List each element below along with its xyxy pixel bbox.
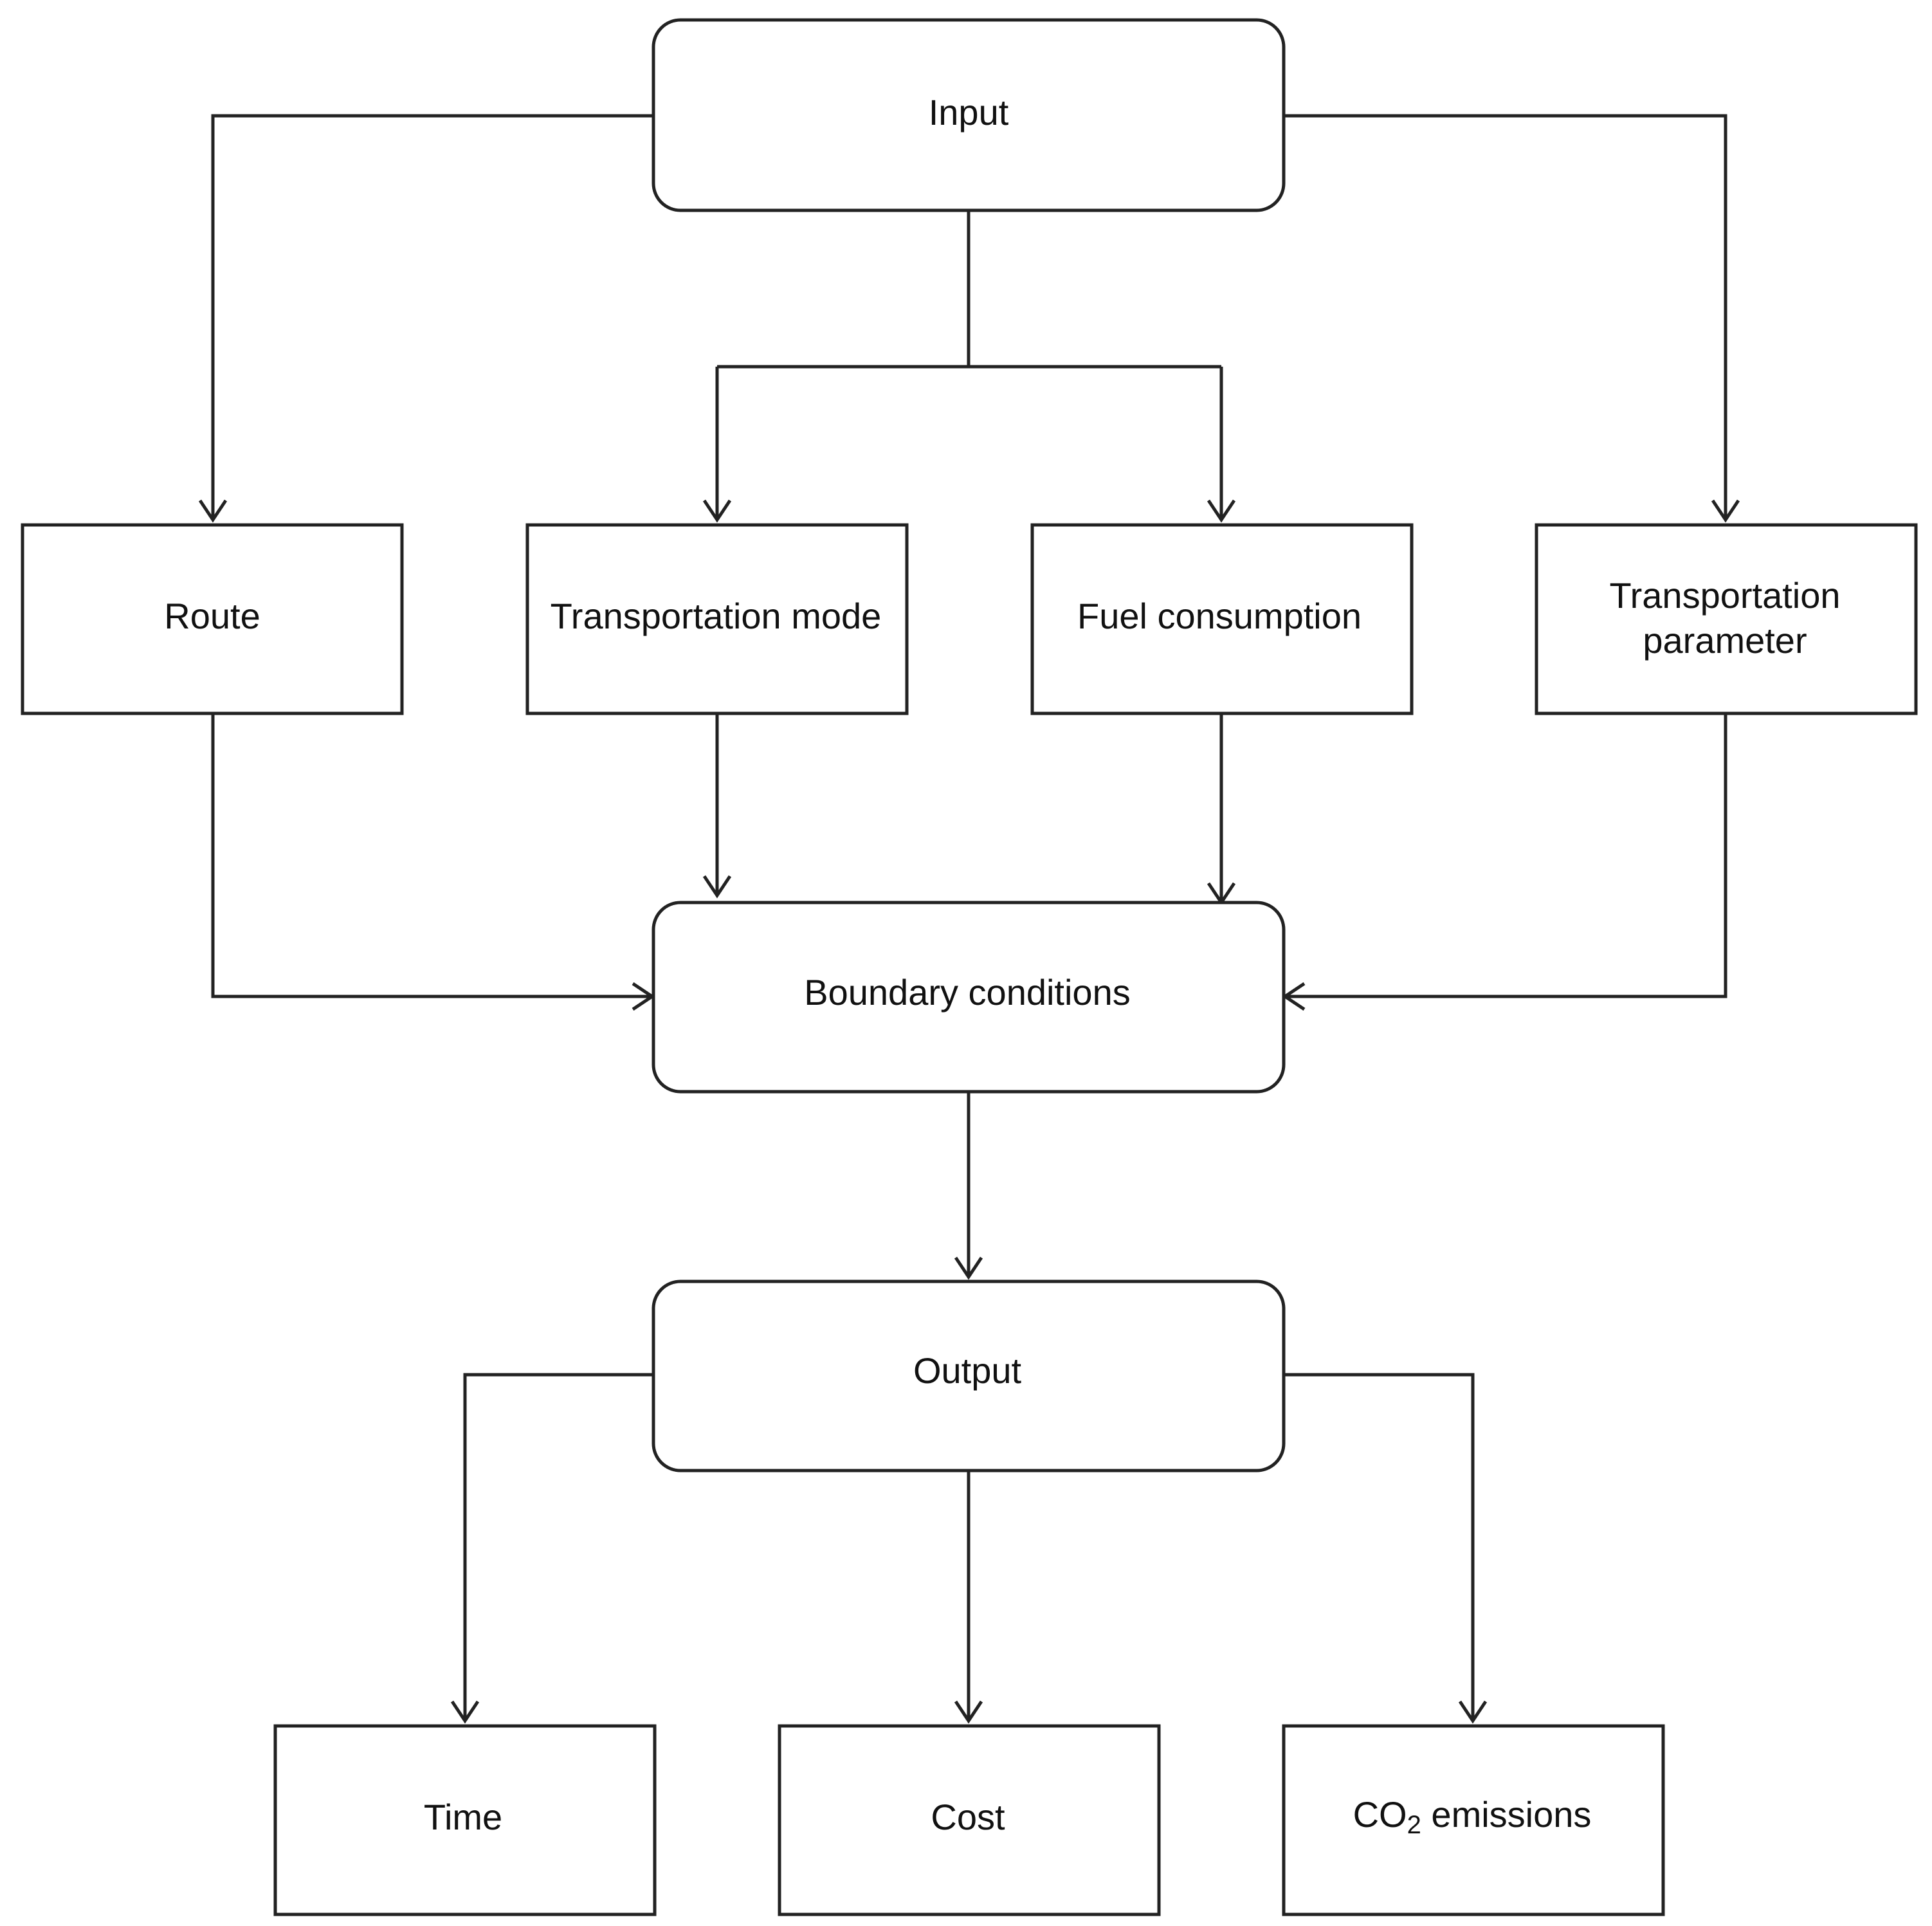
co2-suffix: emissions	[1421, 1794, 1592, 1835]
arrowhead-time	[450, 1700, 480, 1724]
node-output: Output	[652, 1279, 1286, 1472]
node-input: Input	[652, 18, 1286, 212]
node-co2-emissions-label: CO2 emissions	[1353, 1794, 1592, 1839]
node-transportation-mode-label: Transportation mode	[551, 596, 882, 636]
node-route: Route	[21, 523, 404, 715]
node-boundary-conditions-label: Boundary conditions	[804, 972, 1130, 1013]
node-time-label: Time	[424, 1797, 502, 1837]
node-transportation-parameter-label-line1: Transportation	[1610, 575, 1841, 616]
edge-input-to-transportation-parameter	[1284, 114, 1727, 520]
node-fuel-consumption-label: Fuel consumption	[1077, 596, 1362, 636]
arrowhead-co2	[1458, 1700, 1488, 1724]
edge-output-to-co2	[1284, 1373, 1475, 1721]
node-transportation-parameter-label-line2: parameter	[1643, 620, 1807, 661]
node-co2-emissions: CO2 emissions	[1282, 1724, 1665, 1916]
node-time: Time	[273, 1724, 657, 1916]
arrowhead-fuel-consumption	[1207, 499, 1236, 523]
arrowhead-output	[954, 1256, 983, 1280]
edge-transportation-parameter-to-boundary	[1285, 713, 1727, 998]
node-transportation-parameter: Transportation parameter	[1535, 523, 1918, 715]
node-cost-label: Cost	[931, 1797, 1005, 1837]
node-output-label: Output	[913, 1350, 1022, 1391]
edge-route-to-boundary	[211, 713, 652, 998]
node-transportation-mode: Transportation mode	[525, 523, 909, 715]
node-boundary-conditions: Boundary conditions	[652, 901, 1286, 1094]
arrowhead-transportation-parameter	[1711, 499, 1740, 523]
arrowhead-route	[198, 499, 228, 523]
node-cost: Cost	[778, 1724, 1161, 1916]
arrowhead-transportation-mode	[702, 499, 732, 523]
co2-subscript: 2	[1407, 1811, 1421, 1839]
node-route-label: Route	[164, 596, 260, 636]
arrowhead-cost	[954, 1700, 983, 1724]
node-fuel-consumption: Fuel consumption	[1030, 523, 1414, 715]
edge-output-to-time	[463, 1373, 653, 1721]
co2-prefix: CO	[1353, 1794, 1407, 1835]
node-input-label: Input	[929, 92, 1009, 133]
edge-input-to-route	[211, 114, 653, 520]
arrowhead-boundary-tm	[702, 875, 732, 899]
